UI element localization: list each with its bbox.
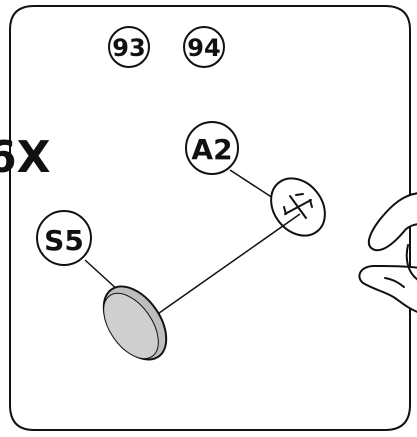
quantity-label: 6X	[0, 132, 51, 183]
part-badge-a2: A2	[185, 121, 239, 175]
cover-cap-disc	[102, 285, 168, 361]
a2-leader-line	[229, 169, 277, 201]
part-badge-s5-label: S5	[44, 224, 84, 257]
step-badge-93-label: 93	[112, 34, 145, 62]
assembly-guide-line	[151, 213, 301, 319]
part-badge-a2-label: A2	[191, 133, 232, 166]
step-badge-94: 94	[183, 26, 225, 68]
cross-slit-icon	[283, 193, 313, 219]
s5-leader-line	[84, 259, 120, 292]
part-badge-s5: S5	[36, 210, 92, 266]
pinching-hand-icon	[358, 192, 417, 313]
step-badge-94-label: 94	[187, 34, 220, 62]
step-badge-93: 93	[108, 26, 150, 68]
hole-target	[270, 177, 326, 237]
panel-frame	[9, 5, 411, 431]
